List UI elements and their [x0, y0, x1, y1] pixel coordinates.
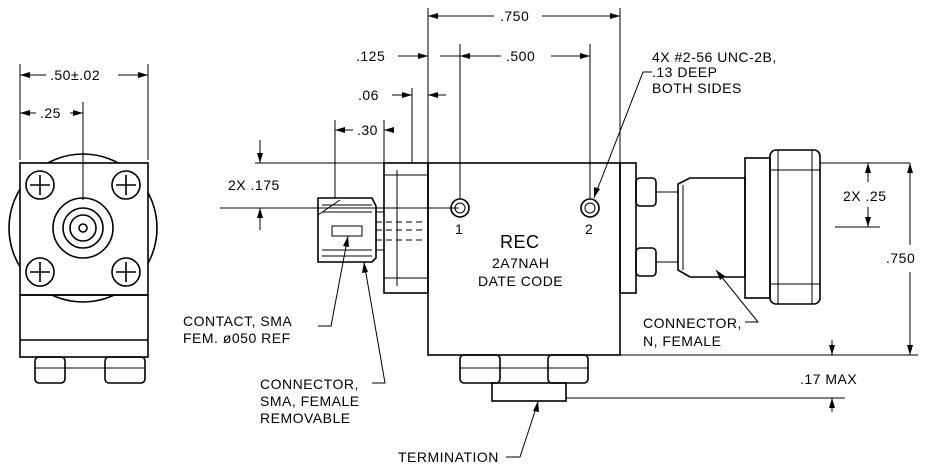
port-1-label: 1 [455, 221, 463, 237]
sma-note-line2: SMA, FEMALE [260, 393, 360, 409]
part-number: 2A7NAH [492, 255, 549, 271]
contact-note-line1: CONTACT, SMA [183, 313, 292, 329]
sma-note-line3: REMOVABLE [260, 410, 351, 426]
port-1-hole [450, 198, 470, 218]
dim-port-height: 2X .175 [228, 177, 280, 193]
screw-icon [25, 170, 55, 200]
dim-termination: .17 MAX [800, 371, 857, 387]
port-1-inner [454, 202, 466, 214]
port-2-inner [584, 202, 596, 214]
sma-note-line1: CONNECTOR, [260, 376, 359, 392]
n-note-line1: CONNECTOR, [643, 315, 742, 331]
end-view-foot [104, 356, 146, 384]
n-note-line2: N, FEMALE [643, 333, 721, 349]
end-view-body [19, 294, 149, 358]
contact-note-line2: FEM. ø050 REF [183, 330, 291, 346]
end-view: .50±.02 .25 [8, 64, 158, 384]
dim-width: .50±.02 [50, 67, 100, 83]
holes-note-line1: 4X #2-56 UNC-2B, [652, 49, 777, 65]
holes-note-line2: .13 DEEP [652, 64, 717, 80]
foot [547, 354, 589, 384]
port-2-hole [580, 198, 600, 218]
model-label: REC [500, 232, 540, 252]
foot [459, 354, 501, 384]
dim-overall-height: .750 [886, 250, 915, 266]
sma-connector [317, 197, 425, 263]
dim-flange-offset: .06 [358, 87, 379, 103]
sma-mid-ring [62, 207, 104, 249]
dim-sma-length: .30 [357, 122, 378, 138]
termination-note: TERMINATION [398, 449, 499, 465]
dim-port-offset: .125 [356, 48, 385, 64]
left-flange [383, 162, 429, 294]
notes: 4X #2-56 UNC-2B, .13 DEEP BOTH SIDES CON… [183, 49, 777, 465]
end-view-foot [34, 356, 66, 384]
dim-n-height: 2X .25 [843, 188, 886, 204]
holes-note-line3: BOTH SIDES [652, 80, 742, 96]
screw-icon [25, 257, 55, 287]
dimensions: .750 .500 .125 .06 .30 2X [228, 6, 918, 412]
dim-center: .25 [40, 105, 61, 121]
screw-icon [111, 257, 141, 287]
date-code: DATE CODE [478, 273, 563, 289]
right-flange [619, 162, 637, 294]
port-2-label: 2 [585, 221, 593, 237]
screw-icon [111, 170, 141, 200]
dim-overall-length: .750 [500, 8, 529, 24]
n-connector [635, 149, 821, 305]
termination-block [491, 382, 567, 402]
side-view: 1 2 REC 2A7NAH DATE CODE [220, 149, 821, 402]
sma-pin [78, 223, 88, 233]
dim-port-spacing: .500 [506, 48, 535, 64]
sma-inner-ring [69, 214, 97, 242]
